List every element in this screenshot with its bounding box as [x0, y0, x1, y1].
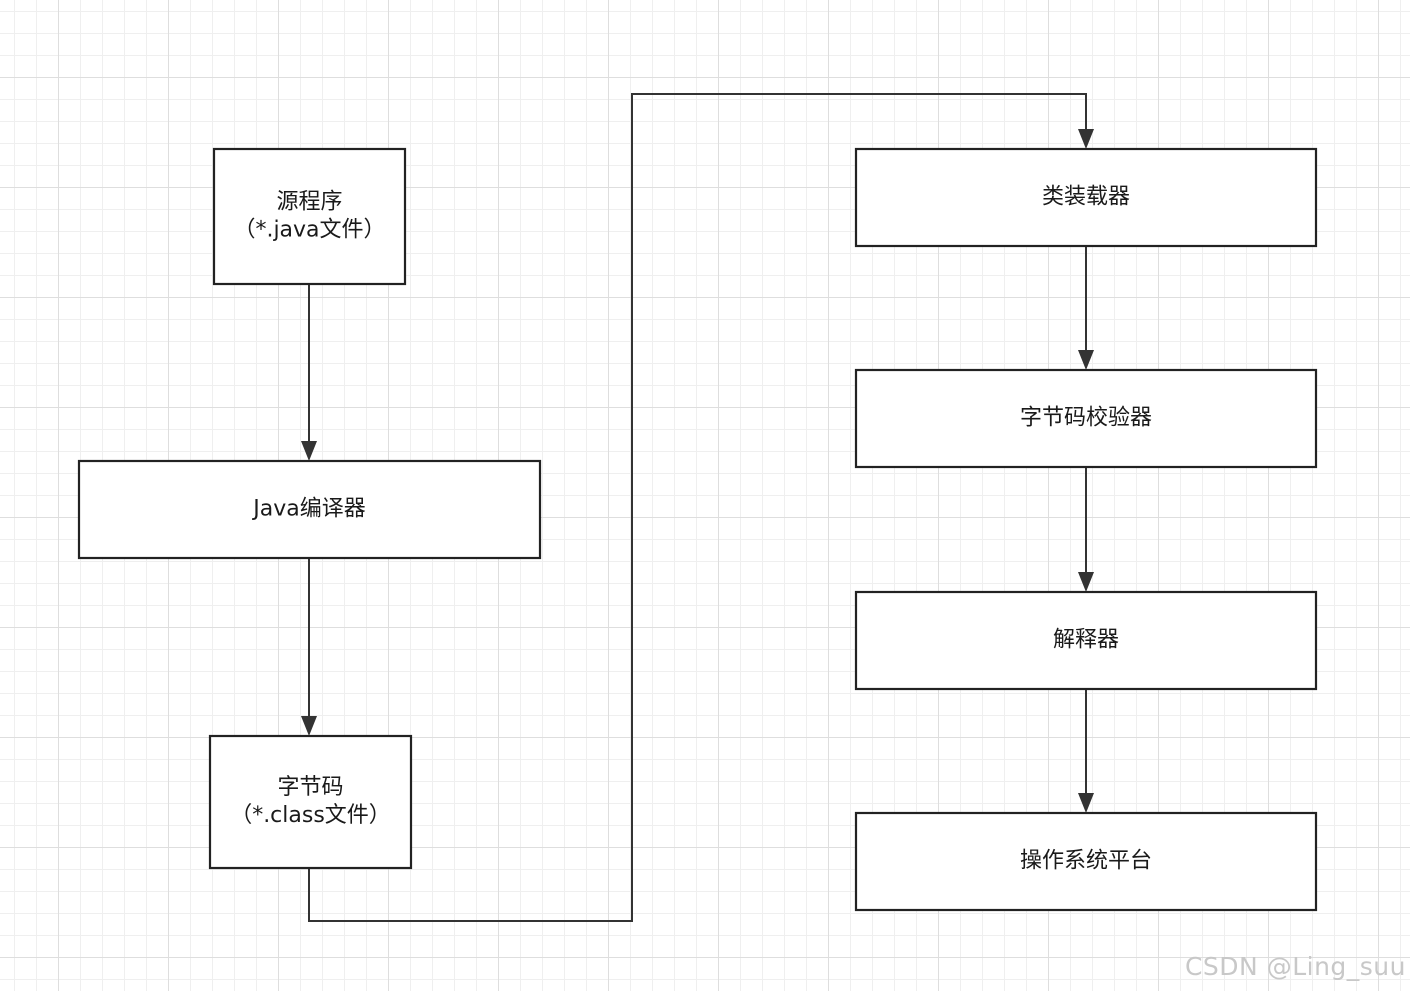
node-box-verifier [854, 368, 1318, 469]
node-label-verifier-line-0: 字节码校验器 [1020, 406, 1152, 431]
node-label-bytecode-line-1: （*.class文件） [230, 803, 391, 828]
node-compiler: Java编译器 [77, 459, 542, 560]
node-verifier: 字节码校验器 [854, 368, 1318, 469]
node-box-bytecode [208, 734, 413, 870]
node-box-source [212, 147, 407, 286]
node-bytecode: 字节码 （*.class文件） [208, 734, 413, 870]
node-platform: 操作系统平台 [854, 811, 1318, 912]
arrowhead-platform [1078, 793, 1094, 813]
node-box-platform [854, 811, 1318, 912]
watermark: CSDN @Ling_suu [1184, 952, 1406, 981]
arrowhead-bytecode [301, 716, 317, 736]
node-label-classloader-line-0: 类装载器 [1042, 185, 1130, 210]
edge-bytecode-to-classloader [308, 93, 1087, 922]
node-label-compiler-line-0: Java编译器 [251, 497, 365, 522]
node-box-interpreter [854, 590, 1318, 691]
node-interpreter: 解释器 [854, 590, 1318, 691]
node-label-interpreter-line-0: 解释器 [1053, 628, 1119, 653]
node-source: 源程序 （*.java文件） [212, 147, 407, 286]
node-label-source-line-0: 源程序 [276, 190, 342, 215]
node-label-source-line-1: （*.java文件） [233, 218, 385, 243]
arrowhead-verifier [1078, 350, 1094, 370]
arrowhead-interpreter [1078, 572, 1094, 592]
node-label-platform-line-0: 操作系统平台 [1020, 849, 1152, 874]
arrowhead-classloader [1078, 129, 1094, 149]
edges-layer [301, 93, 1094, 922]
arrowhead-compiler [301, 441, 317, 461]
node-label-bytecode-line-0: 字节码 [277, 775, 343, 800]
node-box-classloader [854, 147, 1318, 248]
node-box-compiler [77, 459, 542, 560]
node-classloader: 类装载器 [854, 147, 1318, 248]
